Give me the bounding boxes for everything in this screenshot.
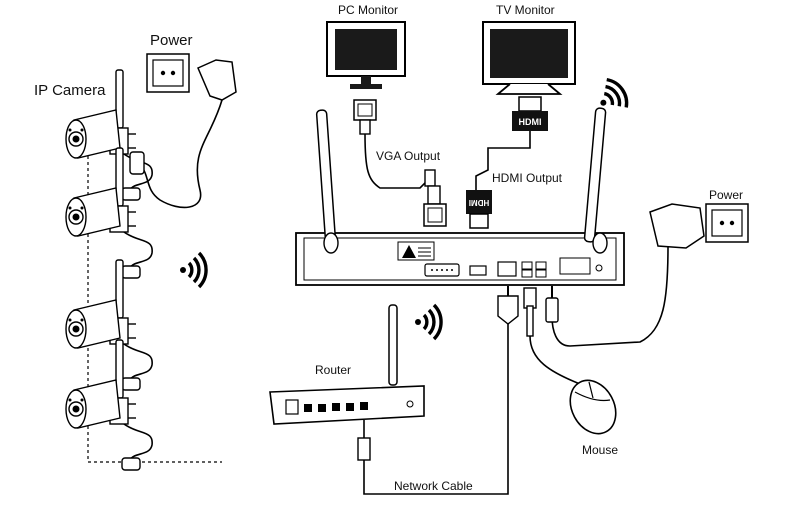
ip-camera-group bbox=[65, 69, 222, 471]
hdmi-cable: HDMI HDMI bbox=[466, 96, 548, 229]
power-outlet-icon-right bbox=[705, 203, 749, 243]
wifi-signal-icon-router bbox=[413, 303, 443, 341]
ip-camera-label: IP Camera bbox=[34, 82, 106, 99]
pc-monitor-icon bbox=[326, 21, 406, 89]
wifi-signal-icon bbox=[178, 251, 208, 289]
ip-camera-4 bbox=[65, 339, 153, 471]
hdmi-plug-text-top: HDMI bbox=[519, 117, 542, 127]
tv-monitor-label: TV Monitor bbox=[496, 3, 555, 17]
hdmi-output-label: HDMI Output bbox=[492, 171, 563, 185]
vga-output-label: VGA Output bbox=[376, 149, 441, 163]
power-right-label: Power bbox=[709, 188, 744, 202]
tv-monitor-icon bbox=[482, 21, 576, 95]
pc-monitor-label: PC Monitor bbox=[338, 3, 399, 17]
network-cable bbox=[357, 286, 519, 495]
router-icon bbox=[269, 304, 425, 425]
camera-power-adapter bbox=[129, 53, 237, 209]
ip-camera-3 bbox=[65, 259, 153, 391]
router-label: Router bbox=[315, 363, 352, 377]
mouse-icon bbox=[523, 287, 617, 435]
vga-cable bbox=[353, 99, 447, 227]
network-cable-label: Network Cable bbox=[394, 479, 473, 493]
nvr-power-adapter bbox=[545, 203, 749, 347]
nvr-icon bbox=[295, 107, 625, 286]
power-outlet-icon bbox=[146, 53, 190, 93]
mouse-label: Mouse bbox=[582, 443, 619, 457]
hdmi-plug-text-bottom: HDMI bbox=[469, 198, 489, 207]
power-left-label: Power bbox=[150, 32, 193, 49]
